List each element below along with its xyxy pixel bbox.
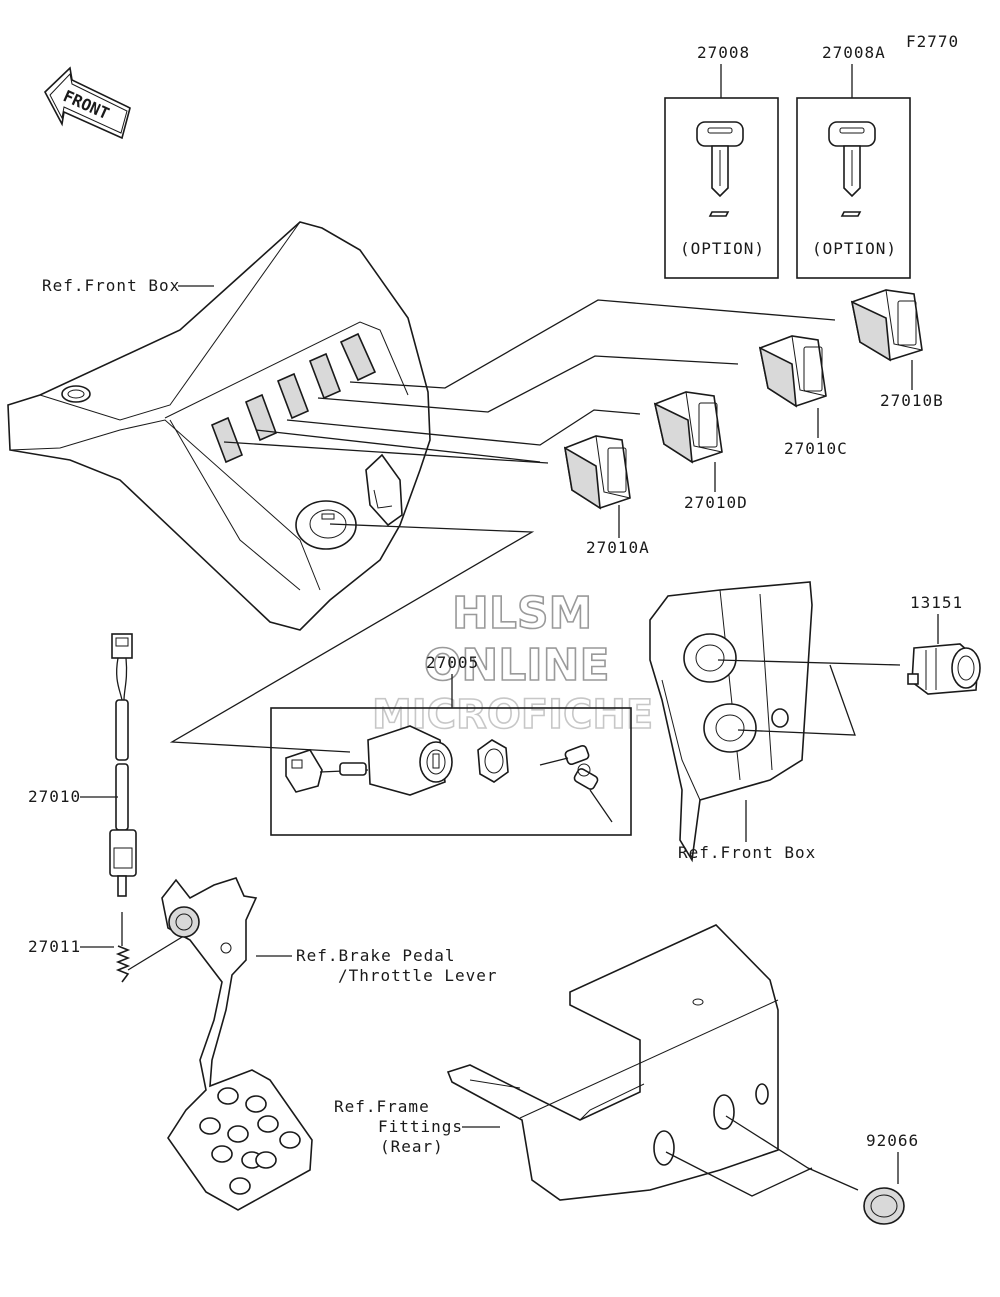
key-box-27008: 27008 (OPTION) <box>664 43 779 279</box>
part-number-27011: 27011 <box>28 937 81 956</box>
part-number-13151: 13151 <box>910 593 963 612</box>
key-icon <box>828 121 876 217</box>
key-option-label: (OPTION) <box>680 239 765 258</box>
figure-code: F2770 <box>906 32 959 51</box>
ref-frame-label-line2: Fittings <box>378 1117 463 1136</box>
spring-27011: 27011 <box>28 912 211 983</box>
rubber-plug-92066: 92066 <box>863 1131 919 1225</box>
side-lever <box>365 453 403 527</box>
front-box-side-panel <box>649 581 813 863</box>
pedal-grip-holes <box>199 1087 301 1195</box>
ref-brake-pedal-label: Ref.Brake Pedal <box>296 946 456 965</box>
ref-frame-label-line3: (Rear) <box>380 1137 444 1156</box>
frame-fitting-rear <box>446 924 779 1201</box>
part-number-27010: 27010 <box>28 787 81 806</box>
ref-frame-label-line1: Ref.Frame <box>334 1097 430 1116</box>
ignition-switch-kit-27005: 27005 <box>270 653 632 836</box>
ref-throttle-lever-label: /Throttle Lever <box>338 966 498 985</box>
key-pair-icon <box>539 744 613 823</box>
part-number-27010a: 27010A <box>586 538 650 557</box>
part-number-27008a: 27008A <box>822 43 886 62</box>
part-number-27010d: 27010D <box>684 493 748 512</box>
front-box-panel <box>7 221 431 631</box>
leader-lines-switches <box>169 299 836 753</box>
part-number-27005: 27005 <box>426 653 479 672</box>
front-arrow-icon: FRONT <box>44 66 131 140</box>
brake-switch-27010: 27010 <box>28 633 137 897</box>
watermark-line2: ONLINE <box>424 640 610 691</box>
brake-pedal <box>161 877 313 1211</box>
part-number-27010b: 27010B <box>880 391 944 410</box>
ref-front-box-label-top: Ref.Front Box <box>42 276 180 295</box>
part-number-27008: 27008 <box>697 43 750 62</box>
watermark: HLSM ONLINE MICROFICHE <box>371 587 654 739</box>
key-option-label: (OPTION) <box>812 239 897 258</box>
rocker-switch-27010c: 27010C <box>758 335 848 458</box>
rocker-switch-27010a: 27010A <box>563 435 650 557</box>
watermark-line1: HLSM <box>452 588 592 639</box>
ref-front-box-label-right: Ref.Front Box <box>678 843 816 862</box>
rocker-switch-27010b: 27010B <box>850 289 944 410</box>
rocker-switch-27010d: 27010D <box>653 391 748 512</box>
key-icon <box>696 121 744 217</box>
key-box-27008a: 27008A (OPTION) <box>796 43 911 279</box>
power-socket-13151: 13151 <box>907 593 981 695</box>
part-number-92066: 92066 <box>866 1131 919 1150</box>
switch-slots <box>210 332 377 464</box>
part-number-27010c: 27010C <box>784 439 848 458</box>
